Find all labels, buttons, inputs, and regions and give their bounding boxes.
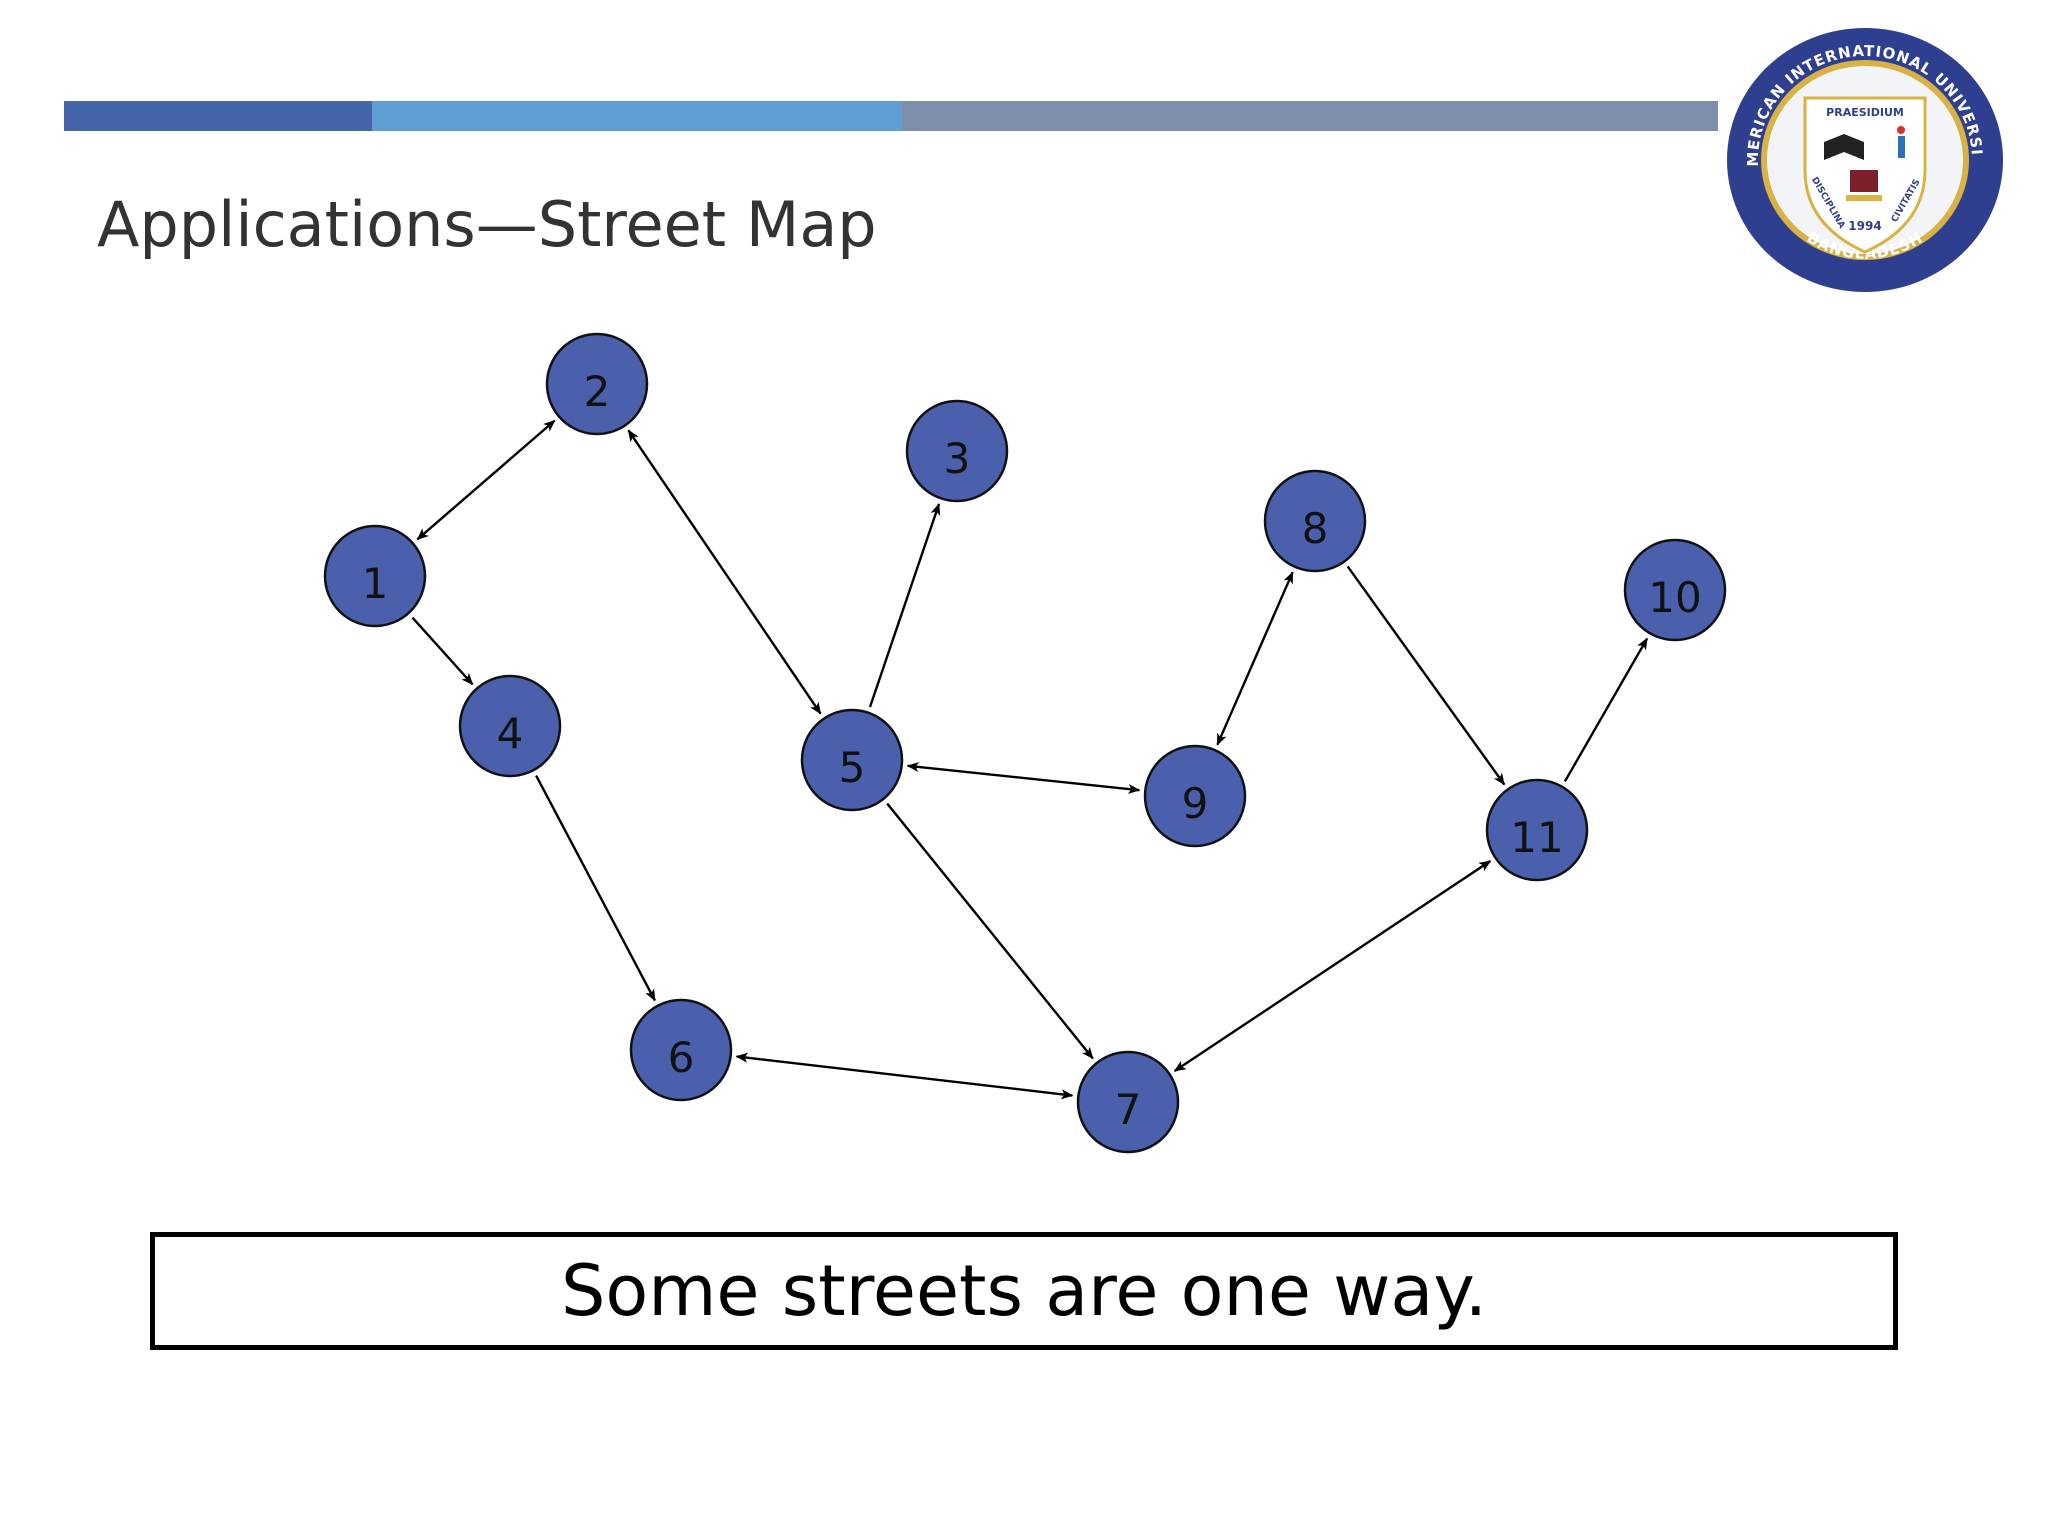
edge-7-11	[1173, 860, 1492, 1072]
university-logo: AMERICAN INTERNATIONAL UNIVERSITY BANGLA…	[1720, 20, 2003, 292]
node-9: 9	[1143, 744, 1247, 848]
node-label: 9	[1182, 779, 1209, 828]
node-1: 1	[323, 524, 427, 628]
node-6: 6	[629, 998, 733, 1102]
node-label: 7	[1115, 1085, 1142, 1134]
edge-2-5	[627, 429, 822, 715]
node-circle	[629, 998, 733, 1102]
node-circle	[1143, 744, 1247, 848]
node-label: 4	[497, 709, 524, 758]
candle-icon	[1898, 136, 1905, 158]
open-book-icon	[1824, 134, 1864, 160]
caption-box: Some streets are one way.	[150, 1232, 1898, 1350]
edges-layer	[411, 419, 1649, 1100]
node-8: 8	[1263, 469, 1367, 573]
node-2: 2	[545, 332, 649, 436]
edge-1-2	[416, 419, 556, 541]
node-7: 7	[1076, 1050, 1180, 1154]
caption-text: Some streets are one way.	[560, 1250, 1488, 1332]
node-circle	[1623, 538, 1727, 642]
keyboard-icon	[1846, 195, 1882, 201]
node-label: 8	[1302, 504, 1329, 553]
header-accent-bar	[64, 101, 1718, 131]
node-label: 2	[584, 367, 611, 416]
node-label: 10	[1648, 573, 1701, 622]
header-bar-segment-light	[372, 101, 902, 131]
logo-motto-top: PRAESIDIUM	[1826, 106, 1904, 119]
node-circle	[323, 524, 427, 628]
node-5: 5	[800, 708, 904, 812]
edge-1-4	[411, 616, 474, 686]
node-circle	[1263, 469, 1367, 573]
edge-8-11	[1346, 565, 1506, 786]
node-10: 10	[1623, 538, 1727, 642]
node-circle	[1076, 1050, 1180, 1154]
node-circle	[905, 399, 1009, 503]
edge-5-7	[886, 802, 1094, 1060]
node-circle	[800, 708, 904, 812]
flame-icon	[1897, 126, 1905, 134]
nodes-layer: 1 2 3 4 5 6 7 8 9 10 11	[323, 332, 1727, 1154]
node-3: 3	[905, 399, 1009, 503]
node-label: 1	[362, 559, 389, 608]
edge-5-9	[906, 762, 1141, 794]
node-label: 11	[1510, 813, 1563, 862]
computer-icon	[1850, 170, 1878, 192]
node-label: 3	[944, 434, 971, 483]
node-4: 4	[458, 674, 562, 778]
node-label: 6	[668, 1033, 695, 1082]
node-11: 11	[1485, 778, 1589, 882]
edge-6-7	[735, 1052, 1074, 1100]
header-bar-segment-dark	[64, 101, 372, 131]
node-circle	[1485, 778, 1589, 882]
node-label: 5	[839, 743, 866, 792]
edge-5-3	[868, 503, 941, 708]
edge-9-8	[1216, 571, 1294, 746]
header-bar-segment-gray	[902, 101, 1718, 131]
node-circle	[545, 332, 649, 436]
edge-4-6	[535, 774, 656, 1002]
edge-11-10	[1563, 637, 1649, 783]
slide-title: Applications—Street Map	[97, 188, 877, 261]
node-circle	[458, 674, 562, 778]
logo-year: 1994	[1848, 219, 1881, 233]
